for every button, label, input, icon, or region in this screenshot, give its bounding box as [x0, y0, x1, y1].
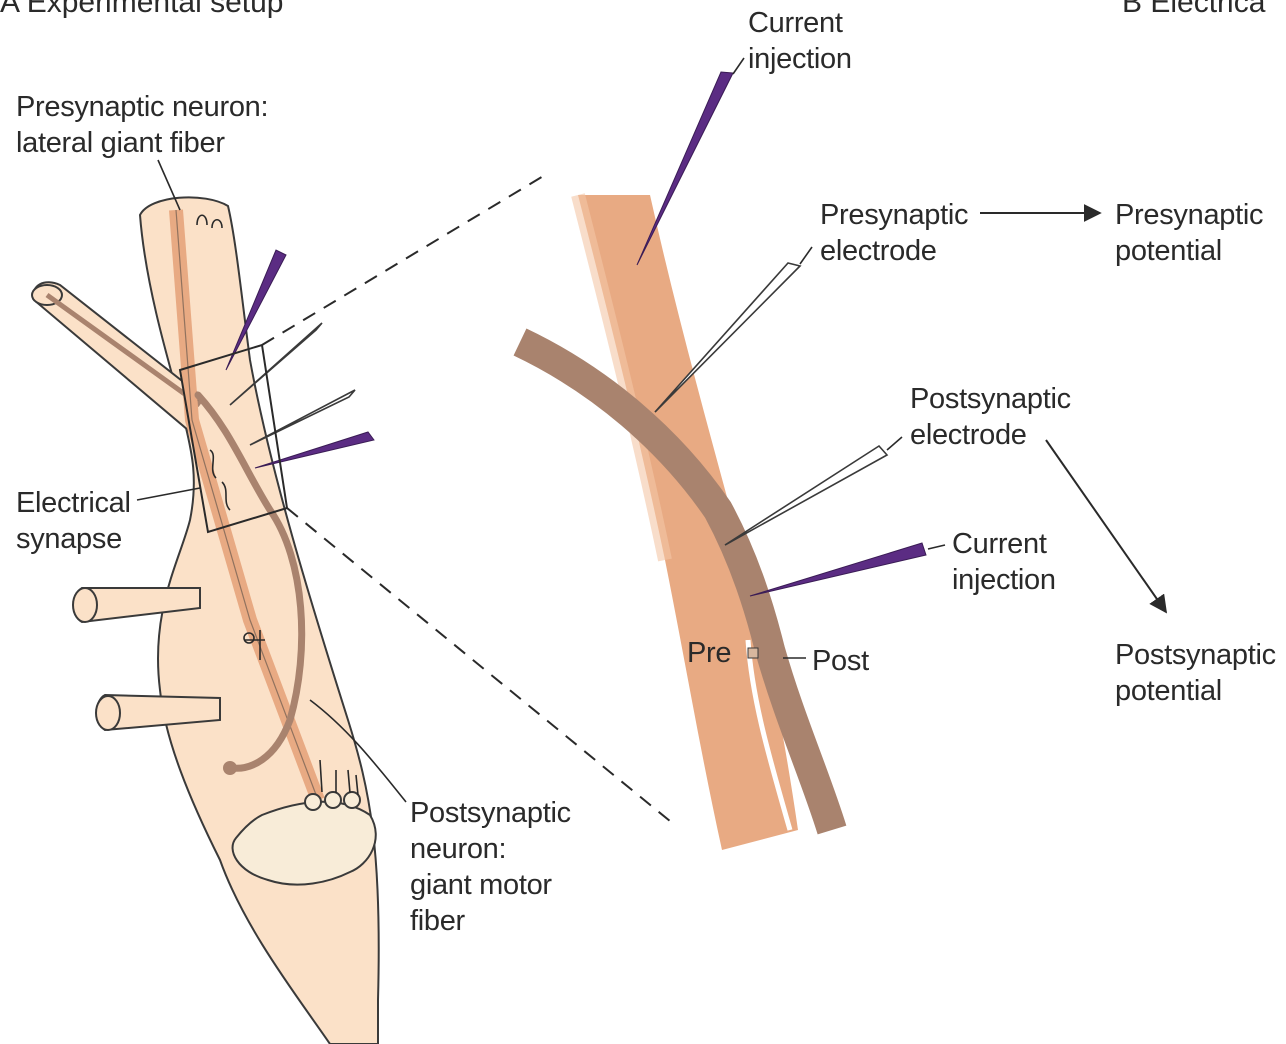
- presynaptic-electrode-label: Presynaptic electrode: [820, 199, 976, 267]
- zoom-view: Current injection Presynaptic electrode …: [520, 7, 1284, 850]
- nerve-cord-tissue: [140, 197, 379, 1044]
- postsynaptic-electrode-leader: [887, 437, 902, 450]
- postsynaptic-neuron-label: Postsynaptic neuron: giant motor fiber: [410, 797, 579, 937]
- zoom-line-top: [262, 172, 550, 345]
- synapse-leader: [137, 488, 200, 500]
- soma-axon-2: [325, 792, 341, 808]
- presynaptic-neuron-label: Presynaptic neuron: lateral giant fiber: [16, 91, 276, 159]
- postsynaptic-arrow: [1046, 440, 1166, 612]
- postsynaptic-electrode-label: Postsynaptic electrode: [910, 383, 1079, 451]
- side-root-lower-cut: [96, 696, 120, 730]
- zoom-postsynaptic-electrode: [725, 446, 887, 545]
- current-injection-top-leader: [733, 58, 744, 74]
- side-root-middle-cut: [73, 588, 97, 622]
- postsynaptic-potential-label: Postsynaptic potential: [1115, 639, 1284, 707]
- panel-a: A Experimental setup: [0, 0, 579, 1044]
- panel-a-title: A Experimental setup: [0, 0, 284, 19]
- motor-fiber-end: [223, 761, 237, 775]
- pre-label: Pre: [687, 637, 731, 669]
- soma-axon-1: [305, 794, 321, 810]
- presynaptic-potential-label: Presynaptic potential: [1115, 199, 1271, 267]
- current-injection-top-label: Current injection: [748, 7, 852, 75]
- presynaptic-electrode-leader: [800, 247, 812, 264]
- panel-b-title: B Electrica: [1122, 0, 1266, 19]
- electrical-synapse-label: Electrical synapse: [16, 487, 138, 555]
- record-electrode-a-post: [250, 390, 355, 445]
- zoom-current-electrode-top: [637, 72, 733, 265]
- post-label: Post: [812, 645, 869, 677]
- panel-b: B Electrica: [1122, 0, 1266, 19]
- current-injection-bottom-leader: [928, 545, 945, 549]
- current-electrode-a-bottom: [255, 432, 374, 468]
- current-injection-bottom-label: Current injection: [952, 528, 1056, 596]
- zoom-current-electrode-bottom: [750, 543, 926, 596]
- gap-junction: [748, 648, 758, 658]
